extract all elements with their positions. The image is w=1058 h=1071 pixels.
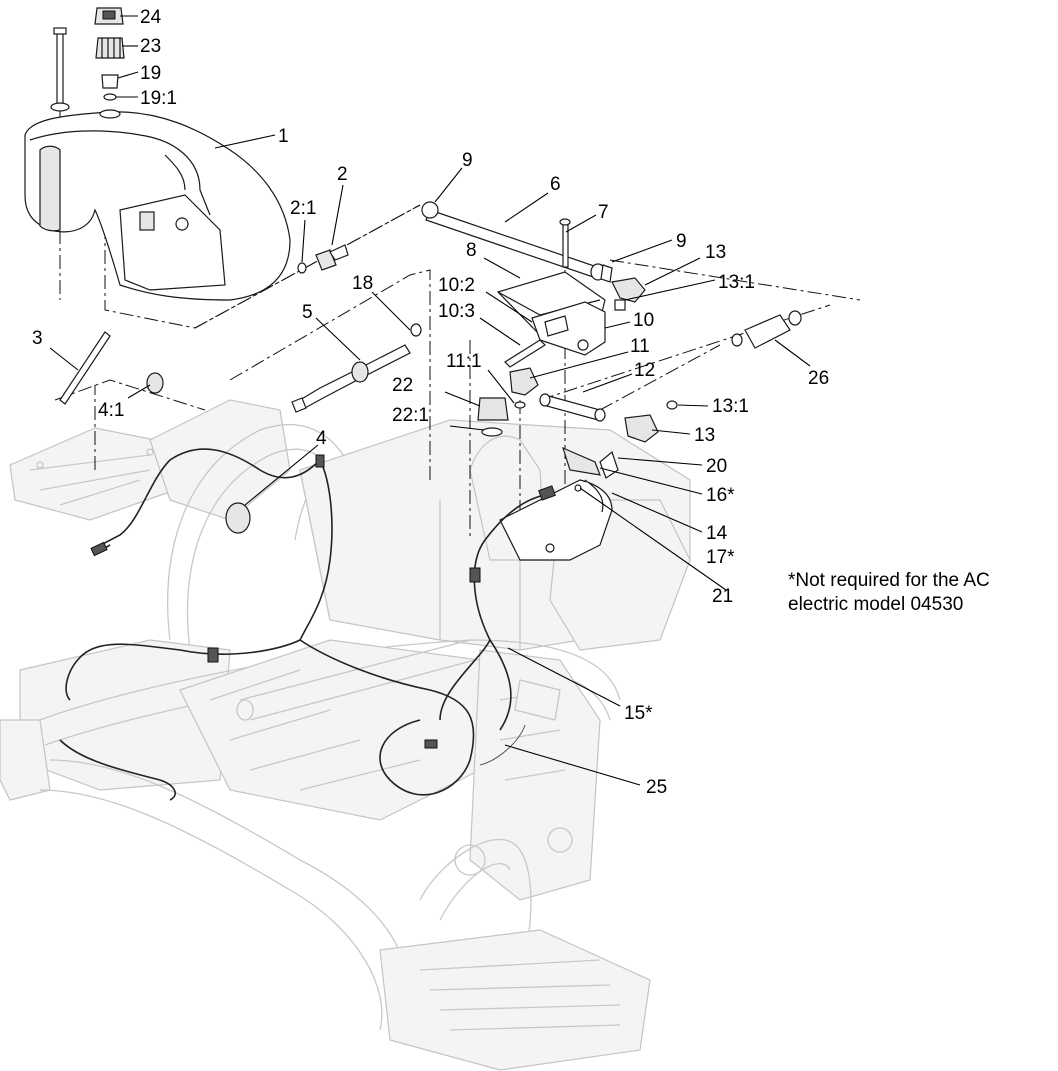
callout-10: 10 xyxy=(633,310,654,331)
callout-9-top: 9 xyxy=(462,150,473,171)
callout-13-upper: 13 xyxy=(705,242,726,263)
callout-3: 3 xyxy=(32,328,43,349)
part-elbow-13b xyxy=(624,400,678,443)
callout-6: 6 xyxy=(550,174,561,195)
callout-26: 26 xyxy=(808,368,829,389)
callout-11-1: 11:1 xyxy=(446,351,482,372)
callout-20: 20 xyxy=(706,456,727,477)
callout-10-2: 10:2 xyxy=(438,275,475,296)
footnote-line-1: *Not required for the AC xyxy=(788,570,990,591)
callout-13-lower: 13 xyxy=(694,425,715,446)
part-grommet-4-1 xyxy=(146,372,164,394)
wiring-harness xyxy=(59,448,546,801)
part-fuel-tank xyxy=(24,109,291,301)
callout-1: 1 xyxy=(278,126,289,147)
callout-23: 23 xyxy=(140,36,161,57)
part-elbow-13a xyxy=(611,277,646,311)
callout-13-1-upper: 13:1 xyxy=(718,272,755,293)
part-valve-10 xyxy=(504,301,606,368)
callout-25: 25 xyxy=(646,777,667,798)
callout-19-1: 19:1 xyxy=(140,88,177,109)
callout-labels: 24 23 19 19:1 1 2 2:1 9 6 7 9 13 13:1 8 … xyxy=(32,7,829,798)
part-sensor-4 xyxy=(225,502,251,534)
callout-8: 8 xyxy=(466,240,477,261)
part-filter-26 xyxy=(731,310,802,349)
part-tube-6 xyxy=(421,201,613,283)
callout-2: 2 xyxy=(337,164,348,185)
callout-16: 16* xyxy=(706,485,735,506)
callout-9-right: 9 xyxy=(676,231,687,252)
part-elbow-11 xyxy=(509,367,539,409)
callout-13-1-lower: 13:1 xyxy=(712,396,749,417)
part-fitting-2 xyxy=(297,244,349,274)
callout-11: 11 xyxy=(630,336,650,357)
callout-14: 14 xyxy=(706,523,728,544)
callout-2-1: 2:1 xyxy=(290,198,316,219)
callout-15: 15* xyxy=(624,703,653,724)
connectors xyxy=(207,454,556,749)
callout-19: 19 xyxy=(140,63,161,84)
part-tube-12 xyxy=(539,393,606,422)
part-cap-22 xyxy=(477,397,509,437)
leader-lines xyxy=(49,15,811,786)
callout-21: 21 xyxy=(712,586,733,607)
part-hose-5 xyxy=(291,323,422,413)
part-fuel-cap xyxy=(94,7,125,101)
callout-7: 7 xyxy=(598,202,609,223)
part-rod-3 xyxy=(59,331,111,405)
callout-12: 12 xyxy=(634,360,655,381)
callout-22: 22 xyxy=(392,375,413,396)
callout-22-1: 22:1 xyxy=(392,405,429,426)
part-long-bolt xyxy=(50,27,70,112)
callout-4-1: 4:1 xyxy=(98,400,124,421)
part-bolt-7 xyxy=(559,218,571,268)
part-switch-group xyxy=(499,446,619,561)
callout-5: 5 xyxy=(302,302,313,323)
frame-ghost xyxy=(0,399,691,1071)
footnote-line-2: electric model 04530 xyxy=(788,594,964,615)
callout-4: 4 xyxy=(316,428,327,449)
callout-17: 17* xyxy=(706,547,735,568)
callout-18: 18 xyxy=(352,273,373,294)
callout-24: 24 xyxy=(140,7,162,28)
callout-10-3: 10:3 xyxy=(438,301,475,322)
